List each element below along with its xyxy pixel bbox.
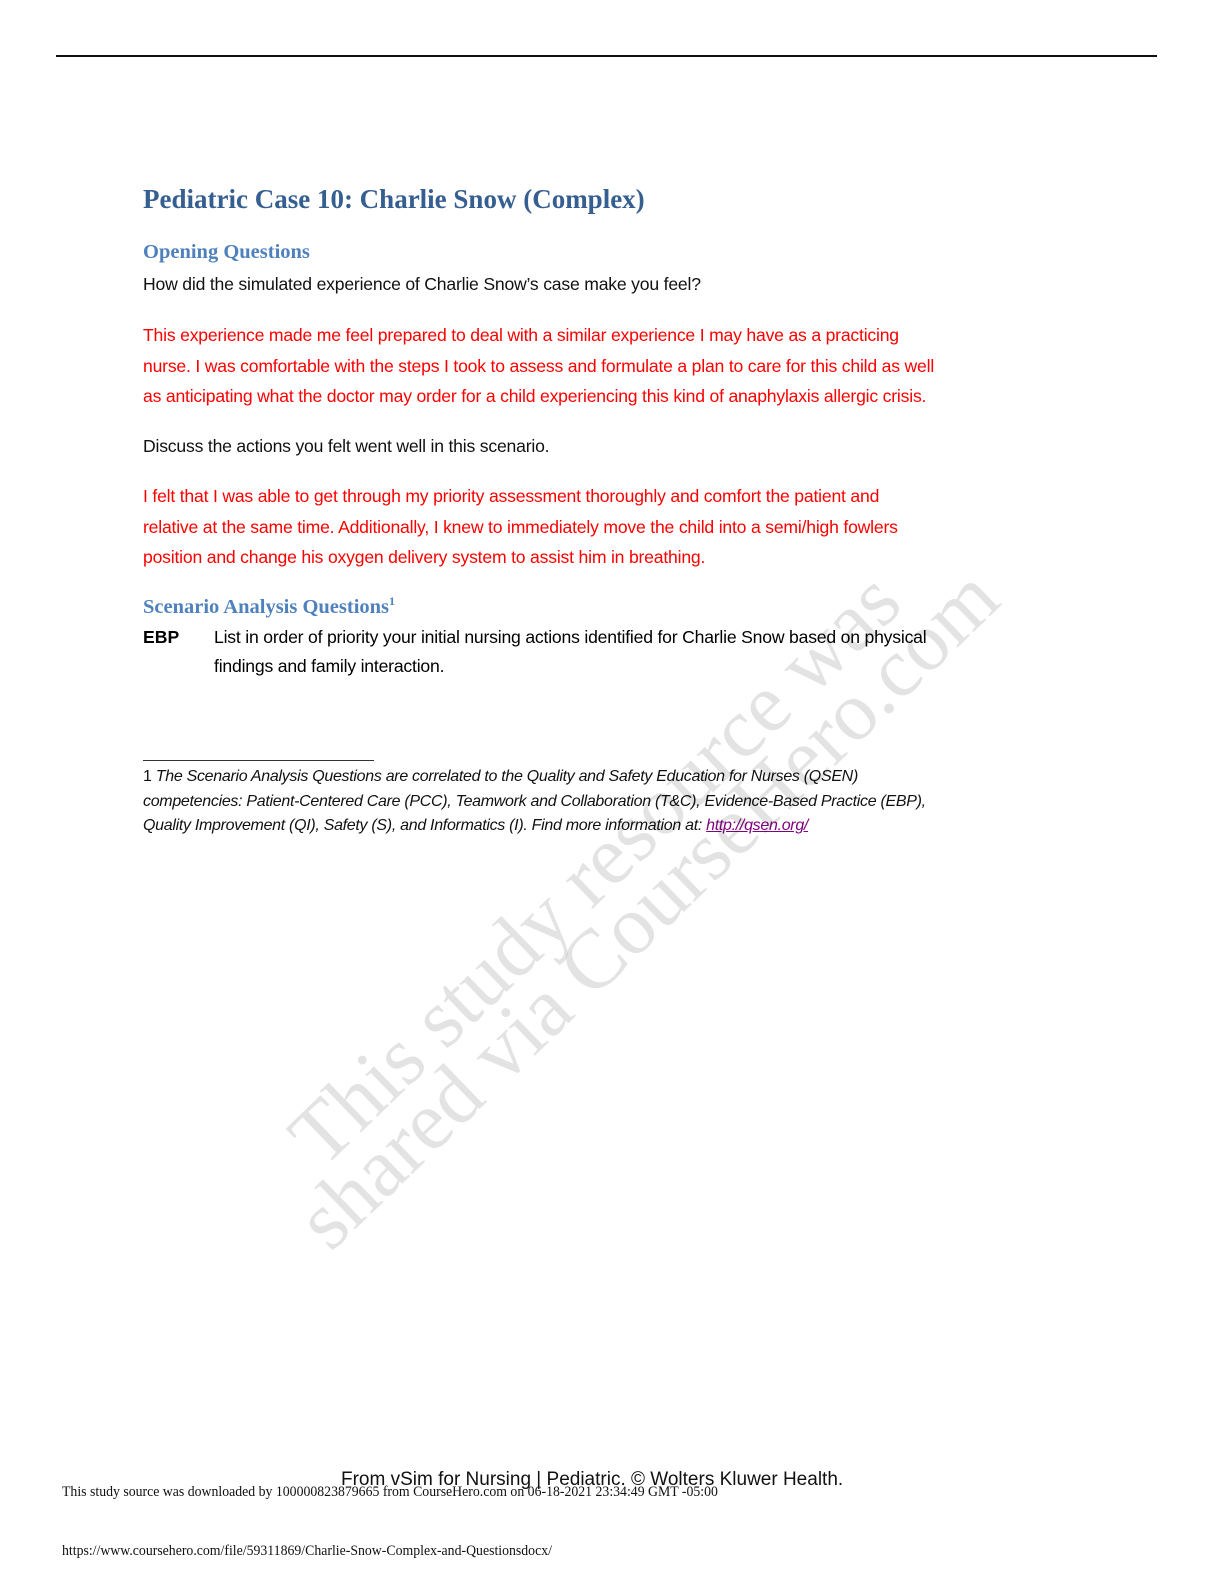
- answer-line: This experience made me feel prepared to…: [143, 325, 899, 345]
- page-title: Pediatric Case 10: Charlie Snow (Complex…: [143, 184, 645, 214]
- answer-line: position and change his oxygen delivery …: [143, 547, 706, 567]
- ebp-question: List in order of priority your initial n…: [214, 627, 927, 676]
- footnote-separator: [143, 760, 374, 761]
- download-note: This study source was downloaded by 1000…: [62, 1484, 718, 1500]
- answer-2: I felt that I was able to get through my…: [143, 481, 898, 573]
- source-url[interactable]: https://www.coursehero.com/file/59311869…: [62, 1543, 552, 1559]
- answer-1: This experience made me feel prepared to…: [143, 320, 934, 412]
- answer-line: relative at the same time. Additionally,…: [143, 516, 898, 537]
- ebp-tag: EBP: [143, 627, 180, 647]
- copyright-footer: From vSim for Nursing | Pediatric. © Wol…: [341, 1469, 844, 1490]
- opening-questions-heading: Opening Questions: [143, 241, 310, 263]
- qsen-link[interactable]: http://qsen.org/: [706, 817, 809, 834]
- answer-line: I felt that I was able to get through my…: [143, 486, 880, 506]
- answer-line: as anticipating what the doctor may orde…: [143, 386, 927, 406]
- footnote-ref[interactable]: 1: [389, 594, 396, 608]
- answer-line: nurse. I was comfortable with the steps …: [143, 355, 935, 376]
- question-1: How did the simulated experience of Char…: [143, 274, 701, 294]
- header-rule: [56, 55, 1157, 57]
- footnote: 1 The Scenario Analysis Questions are co…: [143, 768, 926, 834]
- scenario-analysis-heading: Scenario Analysis Questions1: [143, 594, 396, 618]
- question-2: Discuss the actions you felt went well i…: [143, 436, 550, 456]
